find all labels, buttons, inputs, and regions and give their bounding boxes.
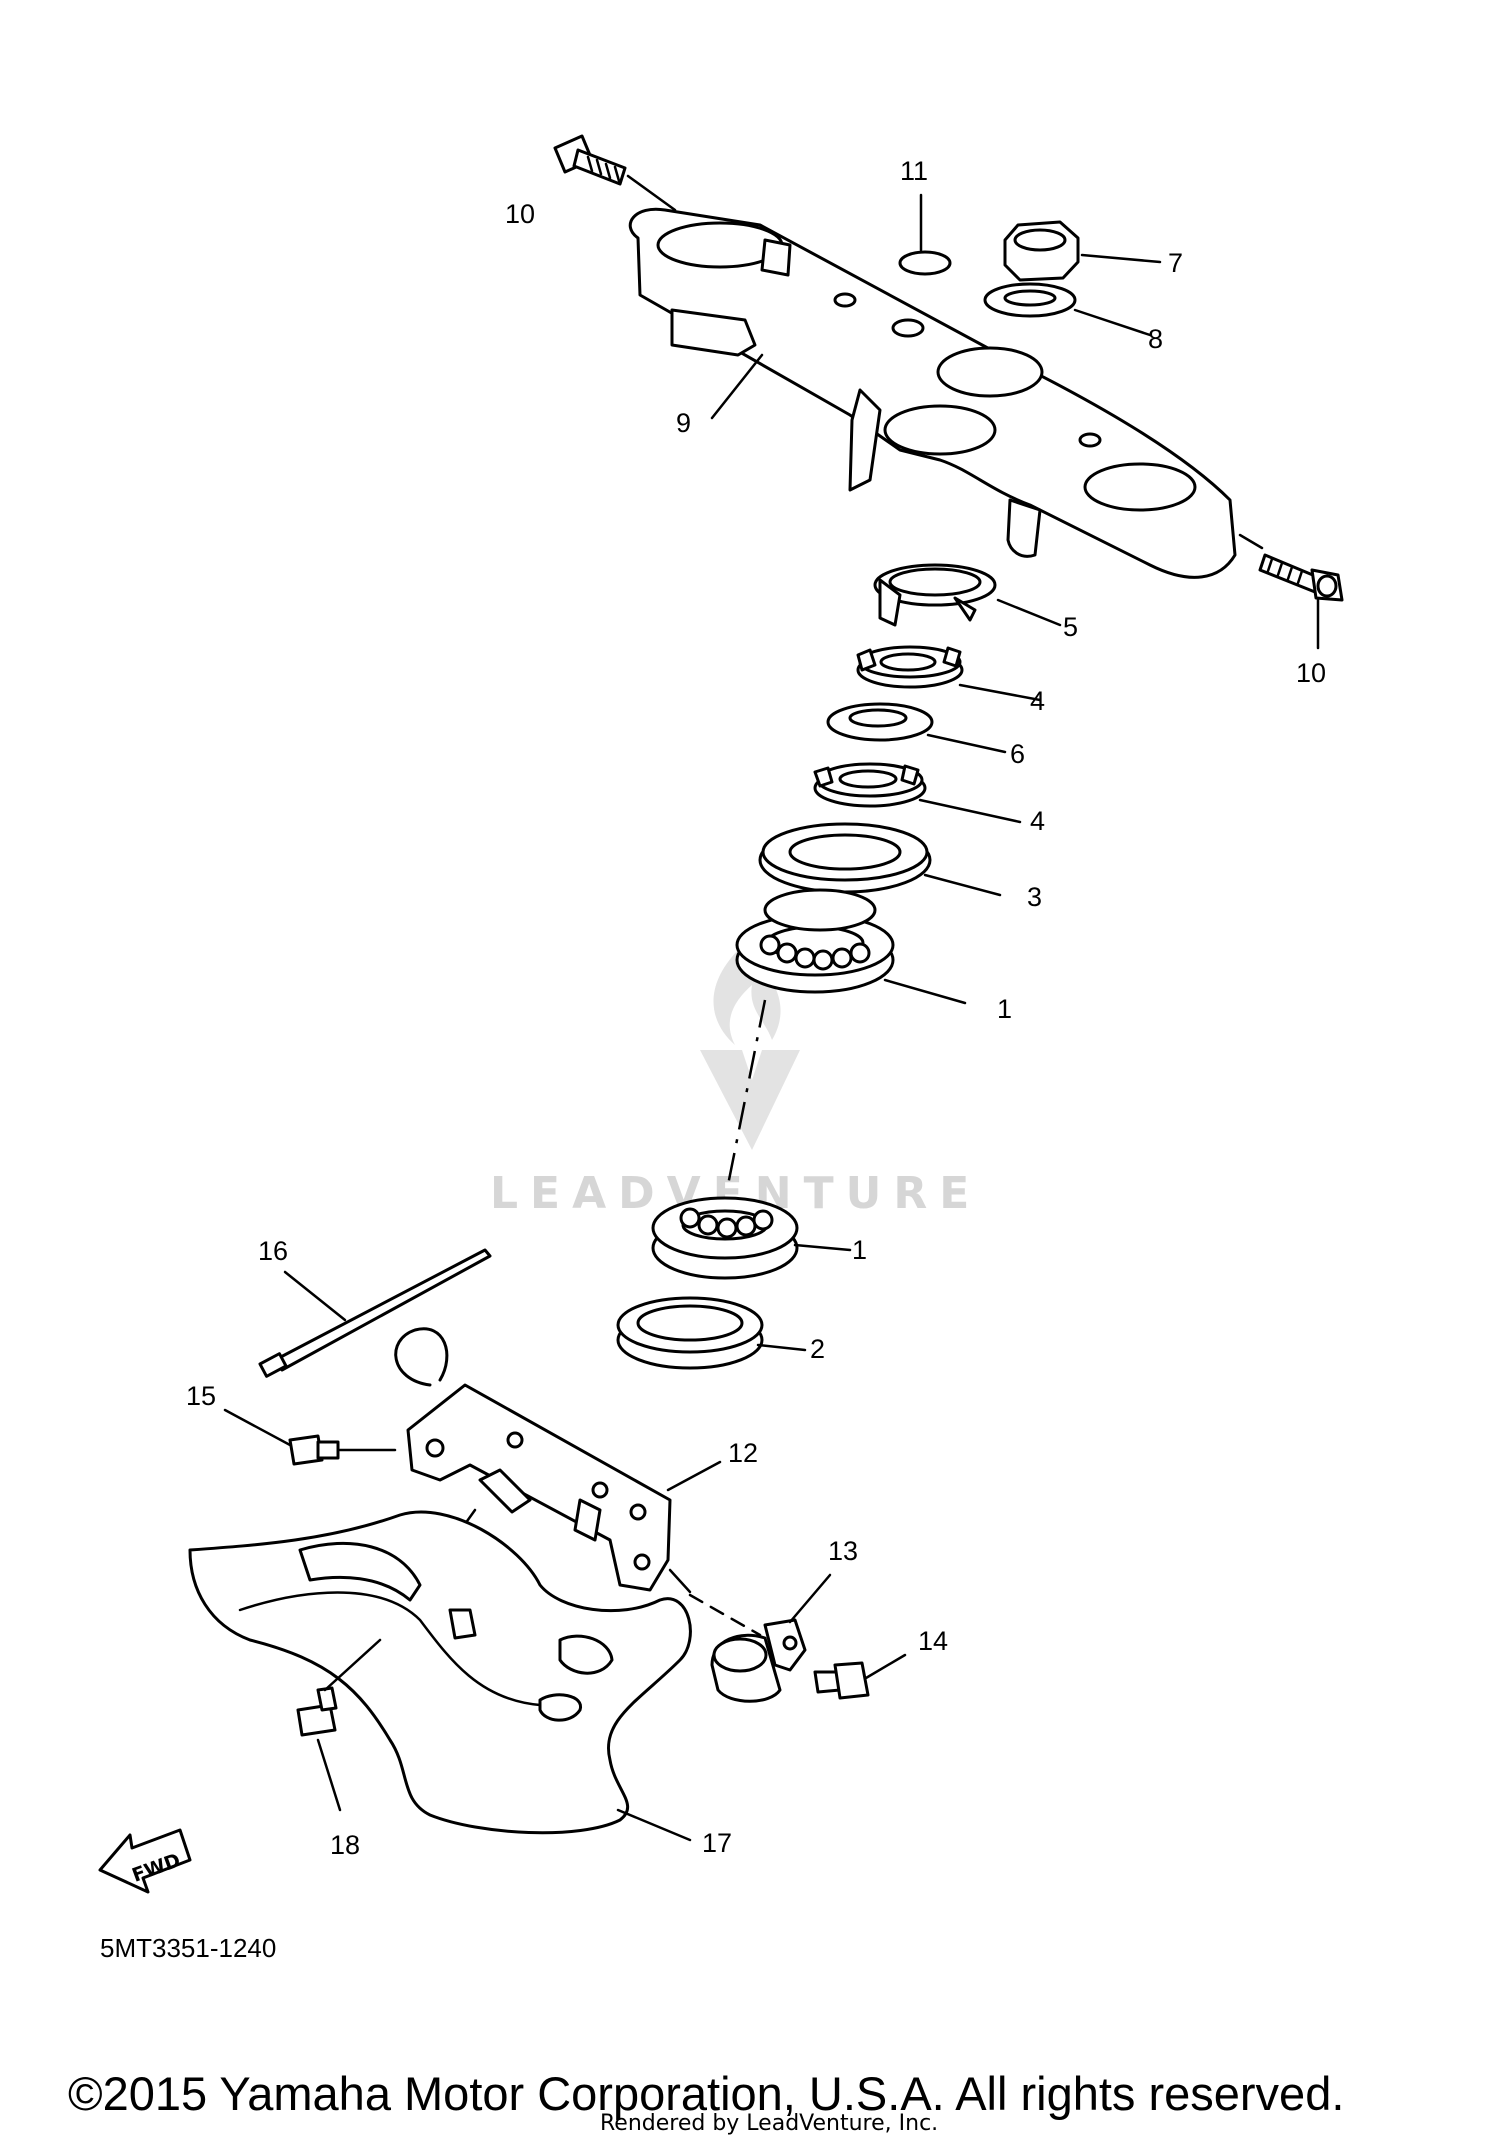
callout-10-upper: 10 [505, 199, 535, 229]
callout-7: 7 [1168, 248, 1183, 278]
clamp-13-drawing [710, 1618, 807, 1703]
nut-7-drawing [1003, 220, 1080, 282]
ring-nut-4-upper-drawing [856, 645, 964, 689]
forward-arrow-icon: FWD [98, 1828, 192, 1894]
callout-12: 12 [728, 1438, 758, 1468]
seal-2-drawing [616, 1296, 764, 1370]
lock-washer-5-drawing [873, 563, 997, 627]
bolt-18-drawing [296, 1686, 338, 1737]
cable-tie-16-drawing [258, 1248, 492, 1378]
bolt-10-lower-drawing [1258, 553, 1344, 602]
callout-4-lower: 4 [1030, 806, 1045, 836]
bolt-14-drawing [813, 1661, 870, 1700]
callout-13: 13 [828, 1536, 858, 1566]
callout-17: 17 [702, 1828, 732, 1858]
callout-6: 6 [1010, 739, 1025, 769]
callout-3: 3 [1027, 882, 1042, 912]
callout-18: 18 [330, 1830, 360, 1860]
bolt-10-upper-drawing [553, 134, 627, 186]
callout-2: 2 [810, 1334, 825, 1364]
copyright-notice: ©2015 Yamaha Motor Corporation, U.S.A. A… [68, 2067, 1344, 2120]
rendered-by-notice: Rendered by LeadVenture, Inc. [600, 2111, 938, 2135]
callout-11: 11 [900, 156, 928, 186]
callout-4-upper: 4 [1030, 686, 1045, 716]
bearing-1-lower-drawing [651, 1196, 799, 1280]
cover-17-drawing [188, 1510, 692, 1835]
bracket-12-drawing [394, 1327, 692, 1594]
ring-nut-4-lower-drawing [813, 762, 927, 808]
bearing-1-upper-drawing [735, 888, 895, 994]
callout-1-upper: 1 [997, 994, 1012, 1024]
washer-6-drawing [826, 702, 934, 742]
diagram-code: 5MT3351-1240 [100, 1933, 276, 1963]
callout-1-lower: 1 [852, 1235, 867, 1265]
callout-10-lower: 10 [1296, 658, 1326, 688]
seal-3-drawing [758, 822, 932, 894]
callout-8: 8 [1148, 324, 1163, 354]
callout-15: 15 [186, 1381, 216, 1411]
washer-8-drawing [983, 282, 1077, 318]
washer-11-drawing [898, 250, 952, 276]
callout-5: 5 [1063, 612, 1078, 642]
callout-14: 14 [918, 1626, 948, 1656]
callout-16: 16 [258, 1236, 288, 1266]
callout-9: 9 [676, 408, 691, 438]
upper-bracket-9-drawing [628, 207, 1237, 579]
bolt-15-drawing [288, 1434, 397, 1466]
